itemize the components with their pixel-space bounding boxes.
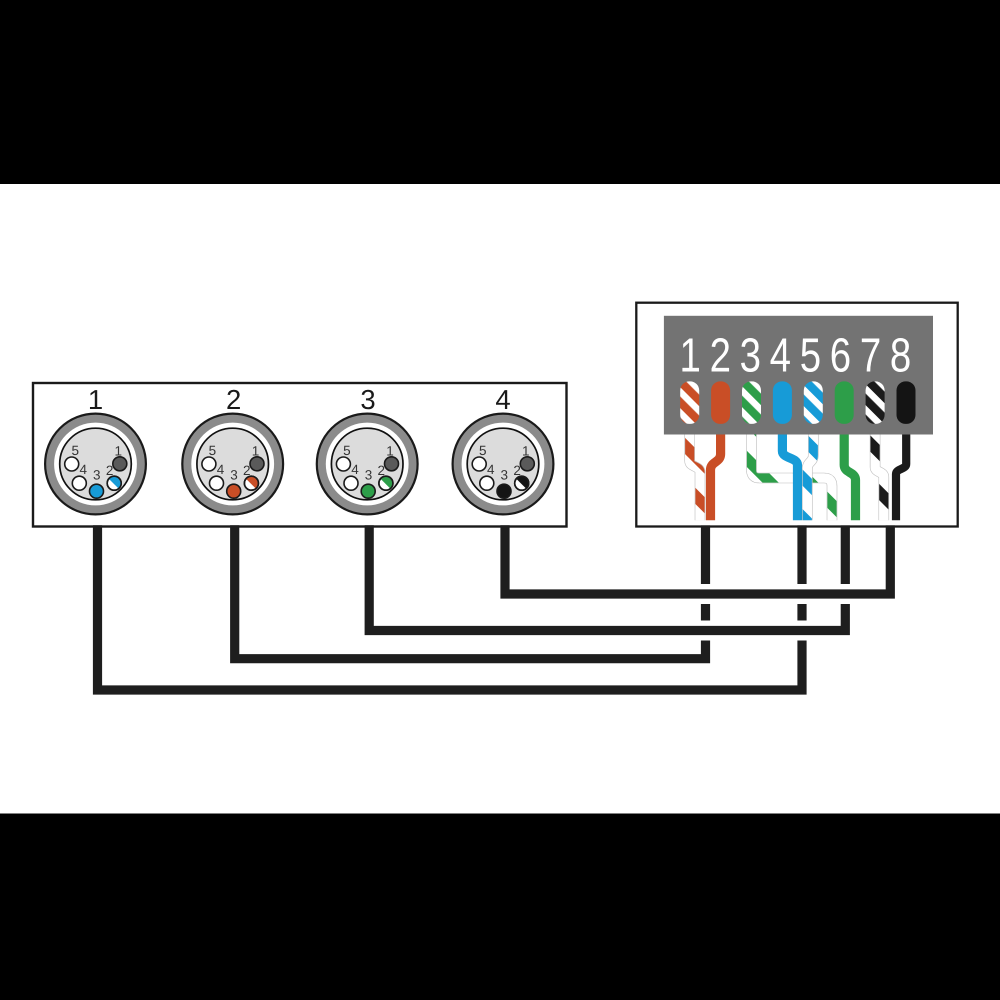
svg-text:1: 1 xyxy=(680,330,701,383)
svg-text:5: 5 xyxy=(209,443,217,458)
svg-text:7: 7 xyxy=(860,330,881,383)
svg-text:3: 3 xyxy=(230,468,238,483)
svg-text:4: 4 xyxy=(487,462,495,477)
svg-text:1: 1 xyxy=(522,444,530,459)
svg-text:2: 2 xyxy=(226,384,241,415)
svg-text:4: 4 xyxy=(495,384,510,415)
svg-text:4: 4 xyxy=(217,462,225,477)
svg-text:4: 4 xyxy=(770,330,791,383)
svg-text:1: 1 xyxy=(386,444,394,459)
svg-text:2: 2 xyxy=(378,463,386,478)
svg-text:4: 4 xyxy=(351,462,359,477)
svg-text:2: 2 xyxy=(513,463,521,478)
svg-text:1: 1 xyxy=(115,444,123,459)
svg-text:3: 3 xyxy=(93,468,101,483)
svg-text:2: 2 xyxy=(710,330,731,383)
svg-text:6: 6 xyxy=(830,330,851,383)
svg-text:5: 5 xyxy=(479,443,487,458)
svg-text:1: 1 xyxy=(252,444,260,459)
svg-text:2: 2 xyxy=(106,463,114,478)
svg-text:8: 8 xyxy=(890,330,911,383)
svg-text:5: 5 xyxy=(71,443,79,458)
svg-text:1: 1 xyxy=(88,384,103,415)
svg-text:5: 5 xyxy=(343,443,351,458)
svg-text:3: 3 xyxy=(360,384,375,415)
svg-text:4: 4 xyxy=(80,462,88,477)
svg-text:3: 3 xyxy=(365,468,373,483)
svg-text:3: 3 xyxy=(501,468,509,483)
svg-text:2: 2 xyxy=(243,463,251,478)
svg-text:5: 5 xyxy=(800,330,821,383)
svg-text:3: 3 xyxy=(740,330,761,383)
